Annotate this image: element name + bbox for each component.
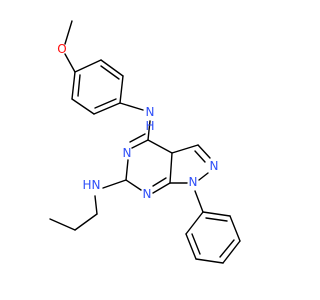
bond-c7a-c3a [169, 152, 173, 184]
bond-c3-n2 [197, 144, 211, 159]
bond-ring-b-3 [222, 240, 241, 264]
bond-c2-nh [102, 179, 127, 189]
atom-nitrogen-aniline-label: N [146, 105, 155, 119]
bond-ring-a-2 [100, 59, 124, 77]
bond-ring-b-1 [202, 211, 231, 217]
bond-ring-a-1 [74, 59, 102, 73]
bond-o-aryl [64, 53, 76, 73]
bond-ring-b-4 [195, 258, 224, 264]
atom-nitrogen-pyrimidine-bottom-label: N [143, 187, 152, 201]
atom-nitrogen-pyrazole-1-label: N [189, 175, 198, 189]
atom-nitrogen-propylamine-label: N [92, 178, 101, 192]
bond-ring-b-3-double [219, 239, 235, 258]
atom-oxygen-label: O [57, 42, 66, 56]
bond-c3a-c3 [171, 144, 199, 154]
bond-nh-pyrimidine [147, 120, 151, 141]
bond-c2-n1 [125, 179, 142, 191]
atom-nitrogen-pyrazole-2-label: N [210, 159, 219, 173]
bond-ring-a-6-double [77, 74, 81, 97]
bond-methyl-o [64, 20, 73, 45]
bond-aryl-nh [119, 102, 144, 111]
bond-ring-b-6 [185, 211, 204, 235]
bond-ring-b-5 [185, 233, 197, 260]
molecule-structure: O N H N N N N H N [49, 20, 241, 264]
atom-hydrogen-propylamine-label: H [82, 178, 91, 192]
bond-n2-n1pz [198, 172, 209, 181]
bond-n1-c7a-double [152, 177, 167, 187]
bond-ring-a-2-double [100, 65, 120, 80]
bond-ring-a-5 [71, 98, 95, 115]
atom-nitrogen-pyrimidine-top-label: N [123, 146, 132, 160]
bond-n3-c2 [125, 159, 129, 181]
bond-ring-b-1-double [205, 217, 228, 222]
bond-c4-n3-double [129, 133, 146, 143]
bond-nh-ch2 [94, 195, 98, 215]
bond-ring-b-5-double [191, 233, 201, 255]
bond-ring-a-4-double [94, 98, 117, 109]
bond-n1-c7a [152, 182, 171, 194]
bond-n1pz-phenyl [194, 190, 204, 213]
bond-ring-a-3 [119, 75, 124, 104]
bond-c3a-c4 [147, 139, 173, 154]
bond-c3-n2-double [194, 150, 206, 163]
bond-ring-b-2 [229, 215, 241, 242]
bond-ring-a-4 [93, 102, 121, 115]
bond-ring-a-6 [71, 71, 76, 100]
bond-propyl-2 [49, 218, 76, 231]
bond-propyl-1 [74, 213, 98, 231]
bond-c4-n3 [131, 139, 149, 149]
atom-hydrogen-aniline-label: H [145, 119, 154, 133]
